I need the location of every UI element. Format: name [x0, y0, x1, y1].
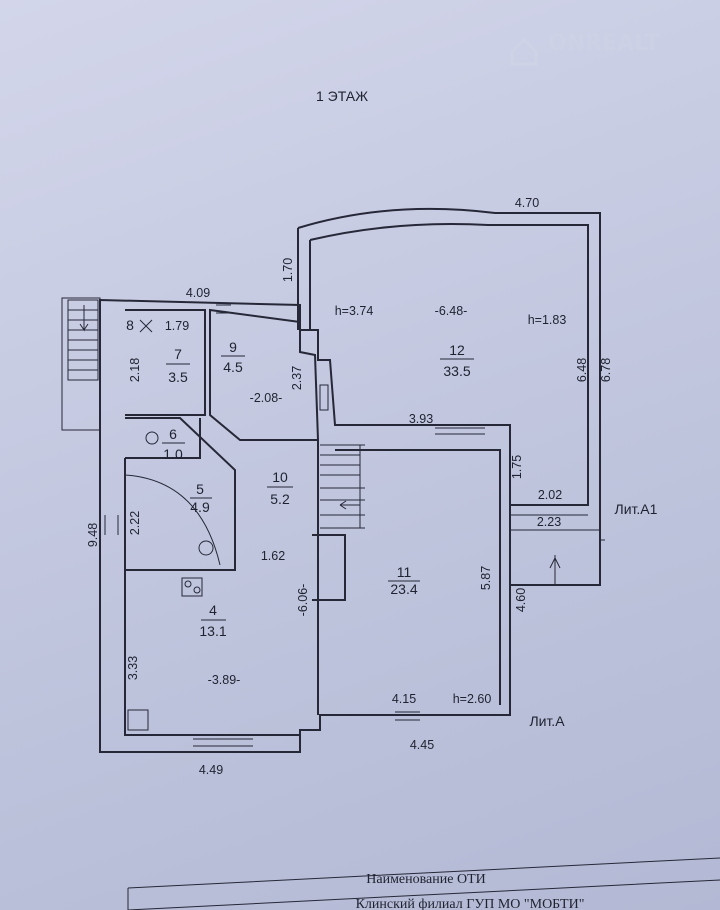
- floor-title: 1 ЭТАЖ: [316, 88, 368, 104]
- room-4-area: 13.1: [199, 623, 226, 639]
- room-6-number: 6: [169, 426, 177, 442]
- dim: -6.06-: [296, 584, 310, 617]
- room-10-area: 5.2: [270, 491, 290, 507]
- room-12-number: 12: [449, 342, 465, 358]
- dim: 5.87: [479, 566, 493, 590]
- dim: -2.08-: [250, 391, 283, 405]
- dim: 6.78: [599, 358, 613, 382]
- title-block: Наименование ОТИ Клинский филиал ГУП МО …: [127, 857, 720, 910]
- dim: 9.48: [86, 523, 100, 547]
- dim: 1.75: [510, 455, 524, 479]
- room-8-number: 8: [126, 317, 134, 333]
- dim: 4.09: [186, 286, 210, 300]
- dimension-labels: 4.70 1.70 4.09 1.79 2.18 2.37 -2.08- h=3…: [86, 196, 658, 777]
- dim: 2.18: [128, 358, 142, 382]
- dim: 2.02: [538, 488, 562, 502]
- room-4-number: 4: [209, 602, 217, 618]
- title-block-row2: Клинский филиал ГУП МО "МОБТИ": [356, 897, 585, 910]
- room-6-area: 1.0: [163, 446, 183, 462]
- dim: 4.45: [410, 738, 434, 752]
- dim: h=3.74: [335, 304, 374, 318]
- title-block-row1: Наименование ОТИ: [366, 872, 486, 887]
- room-12-area: 33.5: [443, 363, 470, 379]
- dim: 2.23: [537, 515, 561, 529]
- room-11-number: 11: [397, 564, 412, 580]
- room-9-number: 9: [229, 339, 237, 355]
- walls: [99, 207, 605, 753]
- dim: h=1.83: [528, 313, 567, 327]
- watermark: ONREALT: [548, 31, 660, 56]
- room-7-area: 3.5: [168, 369, 188, 385]
- room-10-number: 10: [272, 469, 288, 485]
- room-9-area: 4.5: [223, 359, 243, 375]
- watermark-logo-icon: [510, 37, 538, 66]
- dim: 4.15: [392, 692, 416, 706]
- dim: 4.70: [515, 196, 539, 210]
- room-7-number: 7: [174, 346, 182, 362]
- room-labels: 4 13.1 5 4.9 6 1.0 7 3.5 8 9 4.5 10 5.2 …: [126, 317, 474, 639]
- room-11-area: 23.4: [390, 581, 417, 597]
- dim: 6.48: [575, 358, 589, 382]
- outer-stairs: [61, 297, 101, 431]
- dim: 4.49: [199, 763, 223, 777]
- lit-a-label: Лит.А: [529, 713, 565, 729]
- dim: 1.79: [165, 319, 189, 333]
- dim: 2.37: [290, 366, 304, 390]
- dim: -6.48-: [435, 304, 468, 318]
- dim: 1.62: [261, 549, 285, 563]
- dim: 3.93: [409, 412, 433, 426]
- dim: h=2.60: [453, 692, 492, 706]
- dim: -3.89-: [208, 673, 241, 687]
- dim: 4.60: [514, 588, 528, 612]
- dim: 3.33: [126, 656, 140, 680]
- lit-a1-label: Лит.А1: [615, 501, 658, 517]
- dim: 2.22: [128, 511, 142, 535]
- room-5-number: 5: [196, 481, 204, 497]
- dim: 1.70: [281, 258, 295, 282]
- room-5-area: 4.9: [190, 499, 210, 515]
